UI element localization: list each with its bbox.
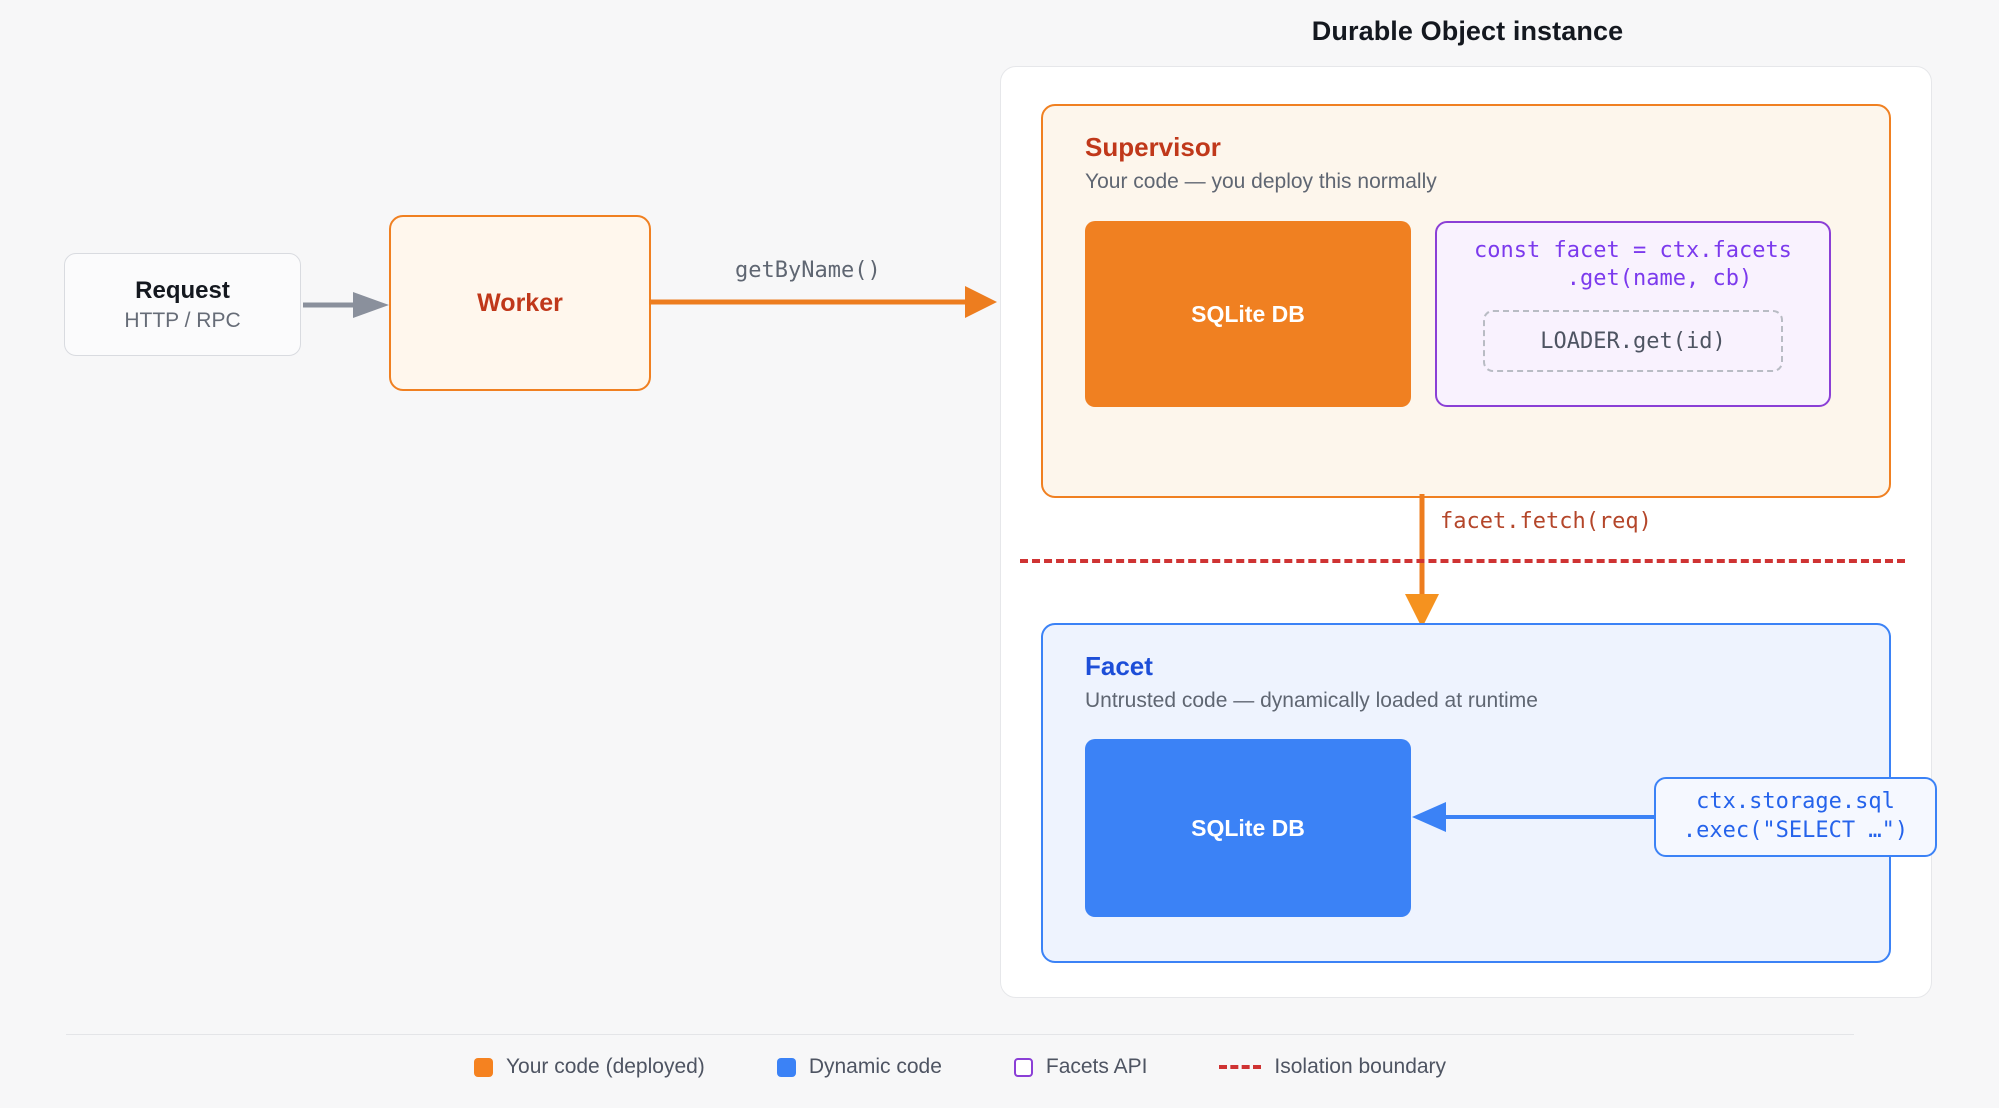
request-node: Request HTTP / RPC (64, 253, 301, 356)
arrow-sql-to-facet-db-icon (1412, 802, 1657, 832)
facet-sql-code-box: ctx.storage.sql .exec("SELECT …") (1654, 777, 1937, 857)
facet-sqlite-db-label: SQLite DB (1191, 814, 1305, 841)
supervisor-sqlite-db-label: SQLite DB (1191, 300, 1305, 327)
worker-node: Worker (389, 215, 651, 391)
legend-label-facets-api: Facets API (1045, 1055, 1148, 1078)
legend-item-dynamic-code: Dynamic code (776, 1055, 942, 1079)
legend-swatch-purple-outline-icon (1013, 1057, 1033, 1077)
legend-swatch-orange-icon (473, 1057, 493, 1077)
facet-sqlite-db: SQLite DB (1085, 739, 1411, 917)
request-title: Request (135, 276, 230, 304)
legend-label-your-code: Your code (deployed) (505, 1055, 705, 1078)
facets-api-code-box: const facet = ctx.facets .get(name, cb) … (1435, 221, 1831, 407)
legend-swatch-dashed-line-icon (1219, 1065, 1262, 1069)
legend-item-facets-api: Facets API (1013, 1055, 1148, 1079)
edge-label-get-by-name: getByName() (735, 258, 881, 283)
arrow-worker-to-durable-object-icon (649, 286, 997, 318)
legend-label-dynamic-code: Dynamic code (808, 1055, 942, 1078)
edge-label-facet-fetch: facet.fetch(req) (1440, 509, 1652, 534)
legend-swatch-blue-icon (776, 1057, 796, 1077)
legend-divider (66, 1034, 1854, 1035)
legend-item-your-code: Your code (deployed) (473, 1055, 705, 1079)
legend: Your code (deployed) Dynamic code Facets… (66, 1055, 1854, 1079)
facet-sql-code-line-2: .exec("SELECT …") (1682, 818, 1909, 843)
facet-title: Facet (1085, 651, 1153, 681)
facet-subtitle: Untrusted code — dynamically loaded at r… (1085, 689, 1538, 712)
facet-sql-code-line-1: ctx.storage.sql (1696, 789, 1895, 815)
worker-label: Worker (477, 288, 563, 317)
supervisor-title: Supervisor (1085, 132, 1221, 162)
supervisor-sqlite-db: SQLite DB (1085, 221, 1411, 407)
loader-get-label: LOADER.get(id) (1540, 328, 1726, 354)
isolation-boundary-line (1020, 559, 1905, 563)
legend-item-isolation-boundary: Isolation boundary (1219, 1055, 1446, 1079)
request-subtitle: HTTP / RPC (124, 308, 241, 332)
legend-label-isolation-boundary: Isolation boundary (1274, 1055, 1447, 1078)
supervisor-subtitle: Your code — you deploy this normally (1085, 170, 1437, 193)
facets-api-code-line-1: const facet = ctx.facets (1474, 238, 1792, 263)
facets-api-code-line-2: .get(name, cb) (1513, 265, 1753, 291)
arrow-supervisor-to-facet-icon (1405, 494, 1439, 628)
supervisor-panel: Supervisor Your code — you deploy this n… (1041, 104, 1891, 498)
arrow-request-to-worker-icon (303, 292, 389, 318)
facet-panel: Facet Untrusted code — dynamically loade… (1041, 623, 1937, 963)
loader-get-box: LOADER.get(id) (1483, 310, 1783, 372)
diagram-title: Durable Object instance (1311, 16, 1624, 46)
